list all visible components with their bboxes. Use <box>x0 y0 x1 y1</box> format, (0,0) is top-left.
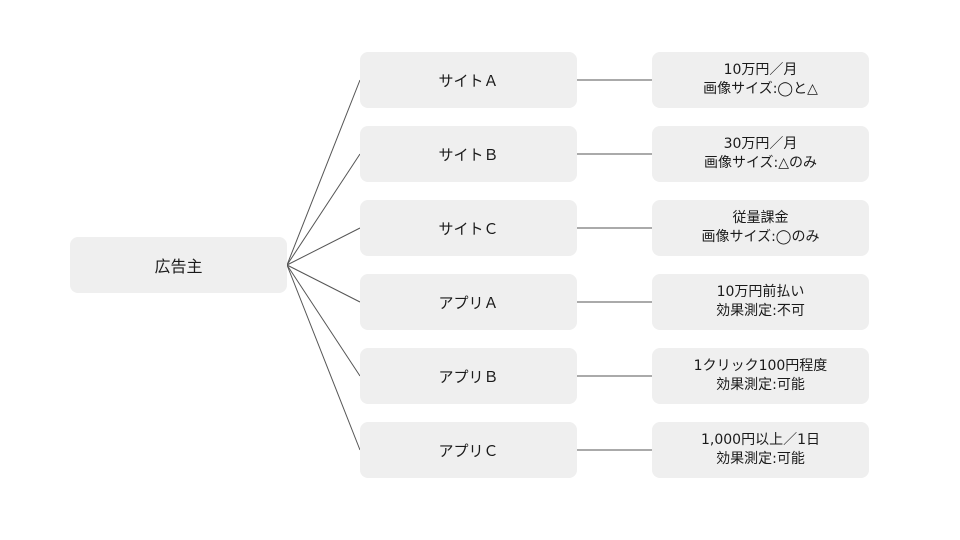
channel-node-site-c: サイトＣ <box>360 200 577 256</box>
detail-node-app-a: 10万円前払い 効果測定:不可 <box>652 274 869 330</box>
connector-root-item-1 <box>286 153 361 266</box>
detail-node-app-b: 1クリック100円程度 効果測定:可能 <box>652 348 869 404</box>
channel-node-site-a: サイトＡ <box>360 52 577 108</box>
detail-line-2: 画像サイズ:◯と△ <box>703 81 818 97</box>
detail-line-2: 効果測定:可能 <box>716 377 805 393</box>
connector-root-item-3 <box>286 264 361 303</box>
detail-node-site-a: 10万円／月 画像サイズ:◯と△ <box>652 52 869 108</box>
channel-node-app-a: アプリＡ <box>360 274 577 330</box>
detail-line-2: 効果測定:不可 <box>716 303 805 319</box>
detail-line-1: 10万円前払い <box>716 284 805 300</box>
connector-root-item-2 <box>286 227 361 266</box>
root-node-label: 広告主 <box>154 257 203 276</box>
channel-node-label: アプリＣ <box>438 441 499 460</box>
connector-root-item-0 <box>286 79 361 266</box>
root-node-advertiser: 広告主 <box>70 237 287 293</box>
detail-node-app-c: 1,000円以上／1日 効果測定:可能 <box>652 422 869 478</box>
detail-node-site-c: 従量課金 画像サイズ:◯のみ <box>652 200 869 256</box>
detail-node-site-b: 30万円／月 画像サイズ:△のみ <box>652 126 869 182</box>
channel-node-label: サイトＣ <box>438 219 499 238</box>
detail-line-2: 効果測定:可能 <box>716 451 805 467</box>
detail-line-1: 30万円／月 <box>723 136 798 152</box>
detail-line-2: 画像サイズ:△のみ <box>703 155 818 171</box>
channel-node-site-b: サイトＢ <box>360 126 577 182</box>
channel-node-label: アプリＢ <box>438 367 499 386</box>
channel-node-app-c: アプリＣ <box>360 422 577 478</box>
connector-root-item-4 <box>286 264 361 377</box>
channel-node-label: アプリＡ <box>438 293 499 312</box>
connector-root-item-5 <box>286 264 361 451</box>
channel-node-label: サイトＢ <box>438 145 499 164</box>
channel-node-label: サイトＡ <box>438 71 499 90</box>
channel-node-app-b: アプリＢ <box>360 348 577 404</box>
detail-line-1: 1,000円以上／1日 <box>701 432 820 448</box>
detail-line-1: 従量課金 <box>732 210 789 226</box>
detail-line-1: 10万円／月 <box>723 62 798 78</box>
detail-line-2: 画像サイズ:◯のみ <box>701 229 820 245</box>
detail-line-1: 1クリック100円程度 <box>693 358 828 374</box>
